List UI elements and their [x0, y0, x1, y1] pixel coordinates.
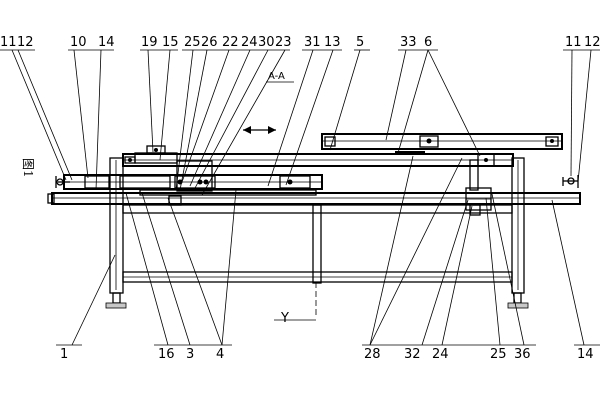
- label-6: 6: [424, 35, 432, 50]
- label-30: 30: [258, 35, 275, 50]
- figure-label: 图1: [21, 158, 35, 178]
- right-adjust-screw: [562, 175, 579, 188]
- label-13: 13: [324, 35, 341, 50]
- label-23: 23: [275, 35, 292, 50]
- label-14-top: 14: [98, 35, 115, 50]
- mid-rail: [122, 204, 513, 214]
- left-adjust-screw: [55, 176, 70, 188]
- right-sub-assembly: [465, 159, 492, 216]
- label-24-top: 24: [241, 35, 258, 50]
- label-11-right: 11: [565, 35, 582, 50]
- label-24-bottom: 24: [432, 347, 449, 362]
- center-post: [312, 204, 322, 284]
- label-12-right: 12: [584, 35, 600, 50]
- label-5: 5: [356, 35, 364, 50]
- label-25-top: 25: [184, 35, 201, 50]
- label-32: 32: [404, 347, 421, 362]
- label-16: 16: [158, 347, 175, 362]
- section-label: A-A: [268, 71, 285, 82]
- label-12-left: 12: [17, 35, 34, 50]
- left-slide-assembly: [63, 174, 323, 196]
- motion-arrow: [243, 126, 276, 134]
- label-3: 3: [186, 347, 194, 362]
- upper-frame: [122, 151, 514, 167]
- leader-lines-top: [11, 49, 592, 196]
- label-22: 22: [222, 35, 239, 50]
- leader-lines-bottom: [71, 155, 585, 346]
- label-15: 15: [162, 35, 179, 50]
- label-26: 26: [201, 35, 218, 50]
- part-labels: 11 12 10 14 19 15 25 26 22 24 30 23 31 1…: [0, 35, 600, 362]
- base-frame: [105, 157, 529, 309]
- label-10: 10: [70, 35, 87, 50]
- axis-label-y: Y: [280, 311, 289, 326]
- label-31: 31: [304, 35, 321, 50]
- label-25-bottom: 25: [490, 347, 507, 362]
- left-leg: [109, 157, 124, 294]
- label-1: 1: [60, 347, 68, 362]
- top-carriage: [321, 133, 563, 150]
- label-19: 19: [141, 35, 158, 50]
- label-11-left: 11: [0, 35, 17, 50]
- label-4: 4: [216, 347, 224, 362]
- label-28: 28: [364, 347, 381, 362]
- label-36: 36: [514, 347, 531, 362]
- right-foot: [507, 302, 529, 309]
- label-14-bottom: 14: [577, 347, 594, 362]
- label-33: 33: [400, 35, 417, 50]
- left-foot: [105, 302, 127, 309]
